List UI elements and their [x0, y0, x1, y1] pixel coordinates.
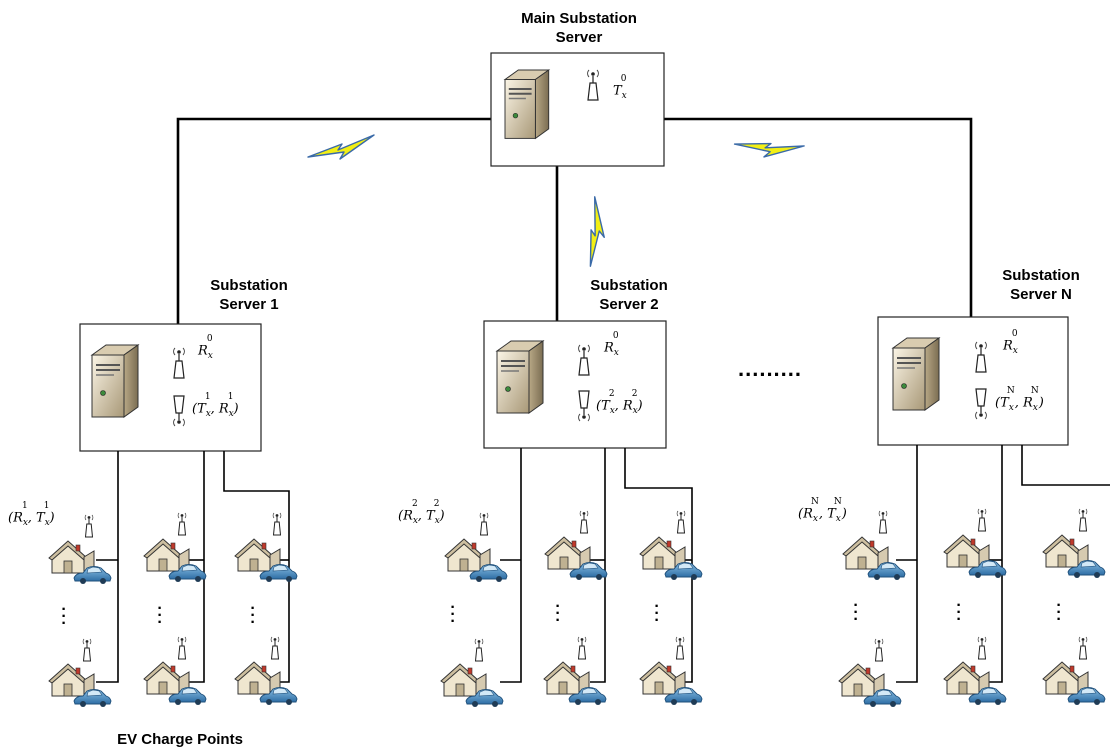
main-tx-label: Tx0	[613, 74, 627, 101]
server-icon	[496, 340, 544, 414]
antenna-icon	[977, 508, 987, 532]
ev-charge-points-label: EV Charge Points	[117, 731, 243, 748]
server-icon	[91, 344, 139, 418]
charge-points-group-1	[49, 512, 297, 707]
substation-1-label-line1: Substation	[210, 277, 288, 294]
house-icon[interactable]	[944, 535, 1006, 578]
sub2-pair-label: (Tx2, Rx2)	[596, 389, 643, 416]
antenna-icon	[474, 638, 484, 662]
house-icon[interactable]	[49, 664, 111, 707]
sub1-rx-label: Rx0	[198, 334, 213, 361]
group1-pair-label: (Rx1, Tx1)	[8, 501, 55, 528]
substation-n-label-line2: Server N	[1010, 286, 1072, 303]
server-icon	[504, 69, 550, 140]
house-icon[interactable]	[839, 664, 901, 707]
house-icon[interactable]	[944, 662, 1006, 705]
main-server-label-line1: Main Substation	[521, 10, 637, 27]
vertical-ellipsis: ···	[853, 597, 859, 628]
server-icon	[892, 337, 940, 411]
group2-pair-label: (Rx2, Tx2)	[398, 499, 445, 526]
house-icon[interactable]	[1043, 662, 1105, 705]
lightning-icon	[307, 134, 375, 160]
antenna-icon	[272, 512, 282, 536]
antenna-icon	[1078, 636, 1088, 660]
antenna-icon	[577, 636, 587, 660]
main-server-label: Main Substation Server	[474, 9, 684, 47]
antenna-icon	[177, 636, 187, 660]
sub1-pair-label: (Tx1, Rx1)	[192, 392, 239, 419]
vertical-ellipsis: ···	[654, 598, 660, 629]
vertical-ellipsis: ···	[250, 600, 256, 631]
vertical-ellipsis: ···	[555, 598, 561, 629]
vertical-ellipsis: ···	[61, 601, 67, 632]
subn-pair-label: (TxN, RxN)	[995, 386, 1044, 413]
substation-1-label-line2: Server 1	[219, 296, 279, 313]
charge-points-group-n	[839, 508, 1105, 707]
antenna-icon	[270, 636, 280, 660]
antenna-icon	[1078, 508, 1088, 532]
house-icon[interactable]	[441, 664, 503, 707]
antenna-icon	[675, 636, 685, 660]
vertical-ellipsis: ···	[1056, 597, 1062, 628]
substation-2-label: Substation Server 2	[564, 276, 694, 314]
antenna-icon	[479, 512, 489, 536]
antenna-icon	[977, 636, 987, 660]
distribution-lines	[96, 445, 1110, 683]
groupn-pair-label: (RxN, TxN)	[798, 497, 847, 524]
house-icon[interactable]	[144, 662, 206, 705]
antenna-icon	[579, 510, 589, 534]
house-icon[interactable]	[49, 541, 111, 584]
antenna-icon	[84, 514, 94, 538]
lightning-icon	[733, 122, 805, 170]
substation-1-label: Substation Server 1	[184, 276, 314, 314]
main-server-label-line2: Server	[555, 29, 603, 46]
house-icon[interactable]	[843, 537, 905, 580]
lightning-icon	[569, 196, 618, 268]
substation-2-label-line2: Server 2	[599, 296, 659, 313]
substation-2-label-line1: Substation	[590, 277, 668, 294]
charge-points-group-2	[441, 510, 702, 707]
antenna-icon	[177, 512, 187, 536]
subn-rx-label: Rx0	[1003, 329, 1018, 356]
antenna-icon	[82, 638, 92, 662]
house-icon[interactable]	[1043, 535, 1105, 578]
vertical-ellipsis: ···	[157, 600, 163, 631]
antenna-icon	[676, 510, 686, 534]
house-icon[interactable]	[445, 539, 507, 582]
substation-n-label-line1: Substation	[1002, 267, 1080, 284]
vertical-ellipsis: ···	[450, 599, 456, 630]
house-icon[interactable]	[544, 662, 606, 705]
sub2-rx-label: Rx0	[604, 331, 619, 358]
house-icon[interactable]	[545, 537, 607, 580]
house-icon[interactable]	[235, 662, 297, 705]
substation-n-label: Substation Server N	[976, 266, 1106, 304]
backbone-lines	[176, 117, 973, 324]
vertical-ellipsis: ···	[956, 597, 962, 628]
antenna-icon	[874, 638, 884, 662]
substation-ellipsis: .........	[738, 356, 803, 381]
antenna-icon	[878, 510, 888, 534]
